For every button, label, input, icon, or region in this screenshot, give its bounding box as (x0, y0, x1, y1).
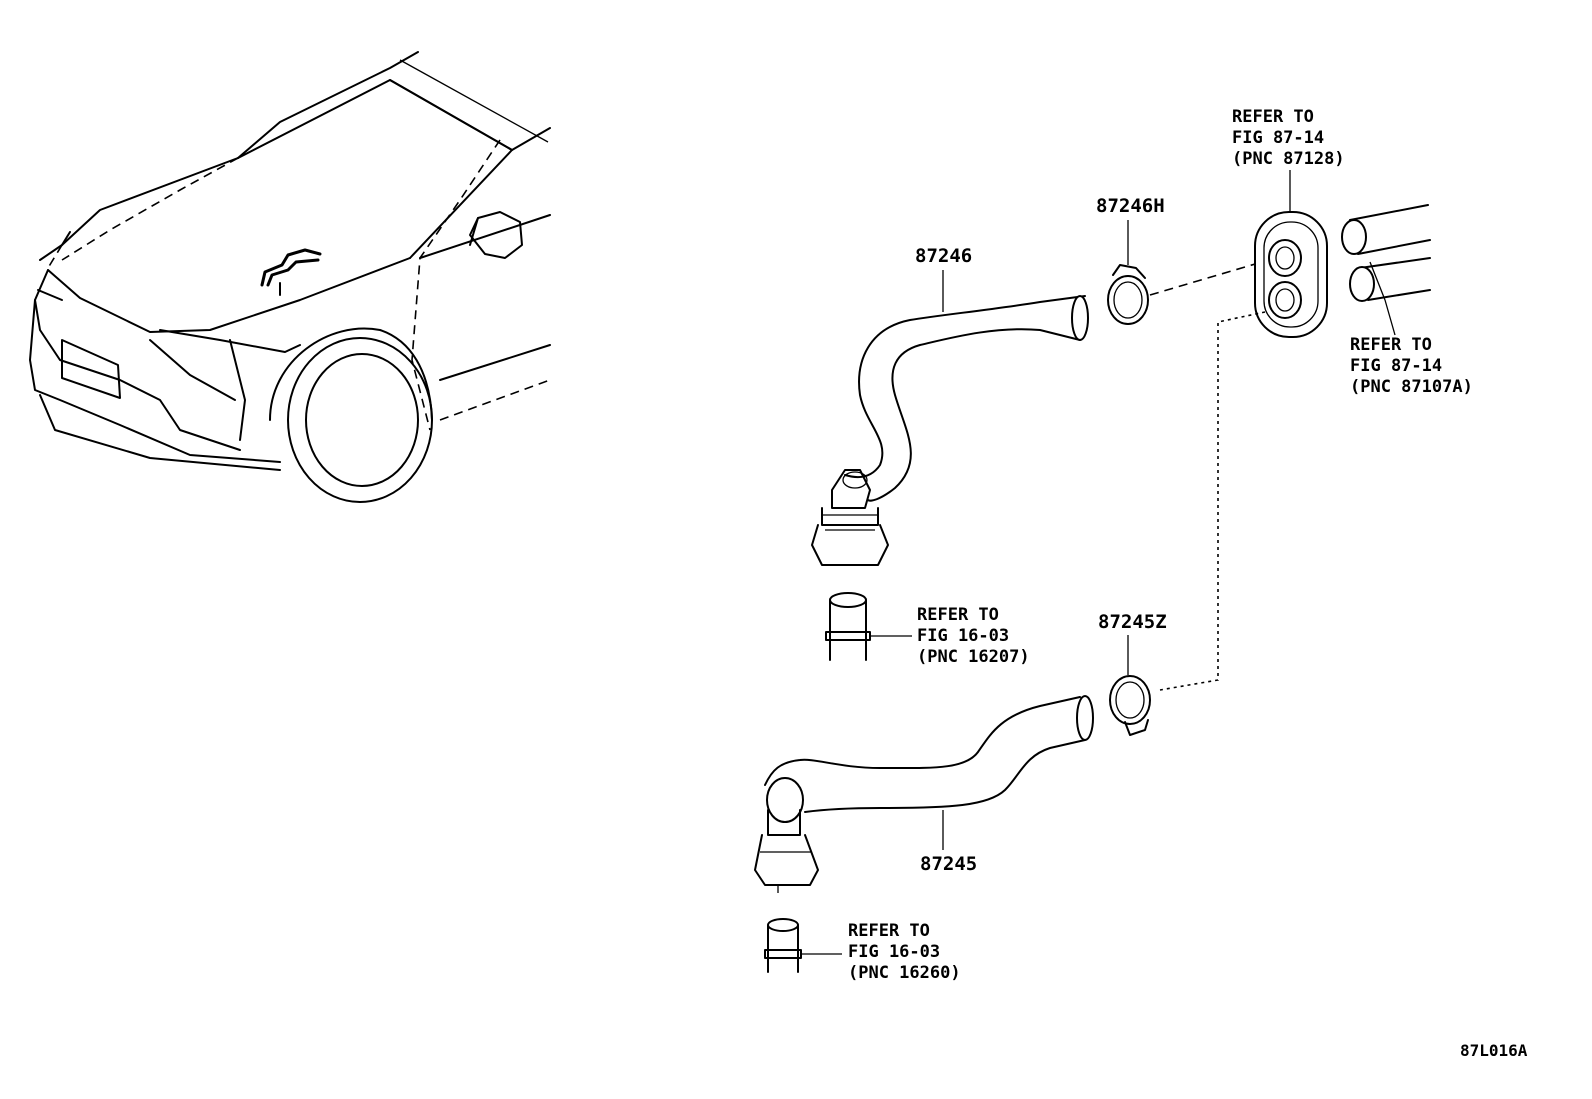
illustration-code: 87L016A (1460, 1041, 1528, 1060)
ref-16207-line3: (PNC 16207) (917, 647, 1030, 667)
hose-87245 (754, 695, 1094, 893)
label-87246: 87246 (915, 245, 972, 267)
ref-87107A-line1: REFER TO (1350, 335, 1432, 355)
ref-16260-line1: REFER TO (848, 921, 930, 941)
ref-16260-line3: (PNC 16260) (848, 963, 961, 983)
pipe-stub-16207 (825, 592, 912, 661)
heater-pipes-87107A (1341, 204, 1431, 336)
label-87245Z: 87245Z (1098, 611, 1167, 633)
hose-87246 (811, 295, 1089, 566)
ref-87128-line3: (PNC 87128) (1232, 149, 1345, 169)
ref-16260-line2: FIG 16-03 (848, 942, 940, 962)
connection-line (1159, 311, 1266, 691)
pipe-stub-16260 (764, 918, 842, 973)
vehicle-front-illustration (29, 51, 551, 503)
ref-16207-line1: REFER TO (917, 605, 999, 625)
ref-87107A-line2: FIG 87-14 (1350, 356, 1442, 376)
grommet-87128 (1254, 170, 1328, 338)
label-87245: 87245 (920, 853, 977, 875)
clamp-87245Z (1109, 635, 1151, 736)
label-87246H: 87246H (1096, 195, 1165, 217)
ref-87107A-line3: (PNC 87107A) (1350, 377, 1473, 397)
ref-16207-line2: FIG 16-03 (917, 626, 1009, 646)
ref-87128-line2: FIG 87-14 (1232, 128, 1324, 148)
ref-87128-line1: REFER TO (1232, 107, 1314, 127)
clamp-87246H (1107, 220, 1263, 325)
